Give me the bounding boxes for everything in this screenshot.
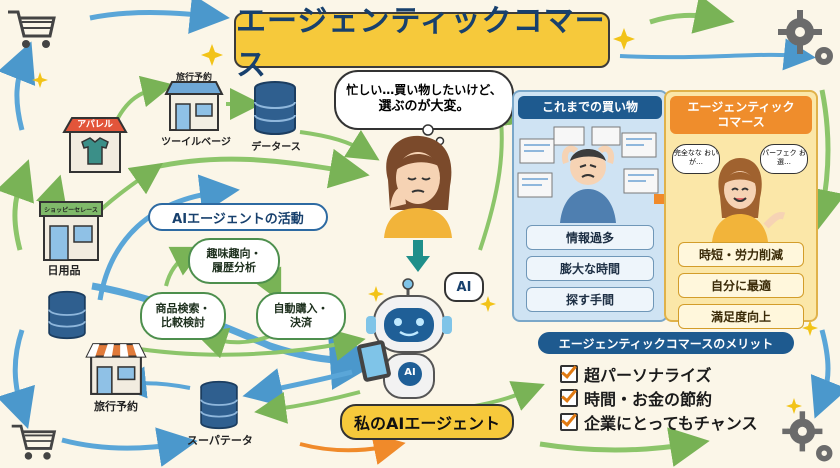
merit-item: 時間・お金の節約 bbox=[560, 386, 712, 410]
checkbox-icon bbox=[560, 365, 578, 383]
new-item-personal-fit: 自分に最適 bbox=[678, 273, 804, 298]
merit-text: 企業にとってもチャンス bbox=[584, 414, 758, 433]
travel-bottom-label: 旅行予約 bbox=[94, 400, 138, 413]
agentic-commerce-panel: エージェンティック コマース 時短・労力削減 自分に最適 満足度向上 bbox=[664, 90, 818, 329]
my-ai-agent-label: 私のAIエージェント bbox=[340, 404, 514, 440]
database-icon bbox=[200, 380, 238, 430]
old-item-info-overload: 情報過多 bbox=[526, 225, 654, 250]
travel-store-icon bbox=[164, 81, 224, 131]
ai-badge-text: AI bbox=[456, 279, 472, 295]
database-icon bbox=[48, 290, 86, 340]
activity-auto-purchase-text: 自動購入・決済 bbox=[273, 301, 329, 329]
merits-title: エージェンティックコマースのメリット bbox=[538, 332, 794, 354]
happy-woman-illustration bbox=[712, 158, 786, 242]
shopping-cart-icon bbox=[11, 424, 57, 460]
daily-store-sign: ショッピーセレース bbox=[44, 207, 98, 214]
merit-item: 超パーソナライズ bbox=[560, 362, 712, 386]
daily-goods-store-icon bbox=[39, 201, 103, 261]
old-item-time: 膨大な時間 bbox=[526, 256, 654, 281]
daily-goods-label: 日用品 bbox=[47, 264, 81, 277]
stressed-woman-illustration bbox=[384, 135, 452, 238]
database-icon bbox=[254, 81, 296, 135]
checkbox-icon bbox=[560, 389, 578, 407]
old-item-effort: 探す手間 bbox=[526, 287, 654, 312]
activity-auto-purchase: 自動購入・決済 bbox=[256, 292, 346, 340]
activity-search-text: 商品検索・比較検討 bbox=[155, 301, 211, 329]
merit-text: 超パーソナライズ bbox=[584, 366, 712, 385]
thought-line-1: 忙しい…買い物したいけど、 bbox=[346, 83, 502, 97]
apparel-store-label: アパレル bbox=[77, 120, 113, 130]
activity-analysis-text: 趣味趣向・履歴分析 bbox=[206, 246, 262, 274]
merit-text: 時間・お金の節約 bbox=[584, 390, 713, 409]
thought-bubble: 忙しい…買い物したいけど、 選ぶのが大変。 bbox=[334, 70, 514, 130]
ai-badge: AI bbox=[444, 272, 484, 302]
page-title: エージェンティックコマース bbox=[234, 4, 610, 83]
agentic-panel-title: エージェンティック コマース bbox=[670, 96, 812, 134]
checkbox-icon bbox=[560, 413, 578, 431]
old-shopping-title: これまでの買い物 bbox=[518, 96, 662, 119]
apparel-store-icon bbox=[62, 117, 128, 173]
new-item-time-saving: 時短・労力削減 bbox=[678, 242, 804, 267]
agentic-panel-title-line2: コマース bbox=[717, 115, 765, 129]
gear-icon bbox=[778, 10, 833, 65]
activity-title: AIエージェントの活動 bbox=[148, 203, 328, 231]
merit-item: 企業にとってもチャンス bbox=[560, 410, 757, 434]
ai-robot-illustration bbox=[357, 278, 452, 399]
new-item-satisfaction: 満足度向上 bbox=[678, 304, 804, 329]
shopping-cart-icon bbox=[8, 10, 56, 48]
gear-icon bbox=[782, 411, 833, 462]
robot-chest-label: AI bbox=[404, 367, 416, 378]
small-speech-bubble-right: パーフェク お選… bbox=[760, 144, 808, 174]
small-speech-bubble-left: 完全なな おいが… bbox=[672, 144, 720, 174]
tweelbage-label: ツーイルベージ bbox=[161, 137, 231, 148]
overwhelmed-man-illustration bbox=[517, 126, 659, 223]
activity-search: 商品検索・比較検討 bbox=[140, 292, 226, 340]
activity-analysis: 趣味趣向・履歴分析 bbox=[188, 238, 280, 284]
travel-store-label: 旅行予約 bbox=[175, 73, 212, 83]
agentic-panel-title-line1: エージェンティック bbox=[687, 100, 795, 114]
thought-line-2: 選ぶのが大変。 bbox=[378, 99, 470, 115]
old-shopping-panel: これまでの買い物 情報過多 膨大な時間 探す手間 bbox=[512, 90, 668, 322]
super-data-label: スーパテータ bbox=[187, 434, 253, 447]
database-label: データース bbox=[251, 142, 301, 153]
travel-store-icon bbox=[85, 343, 147, 395]
